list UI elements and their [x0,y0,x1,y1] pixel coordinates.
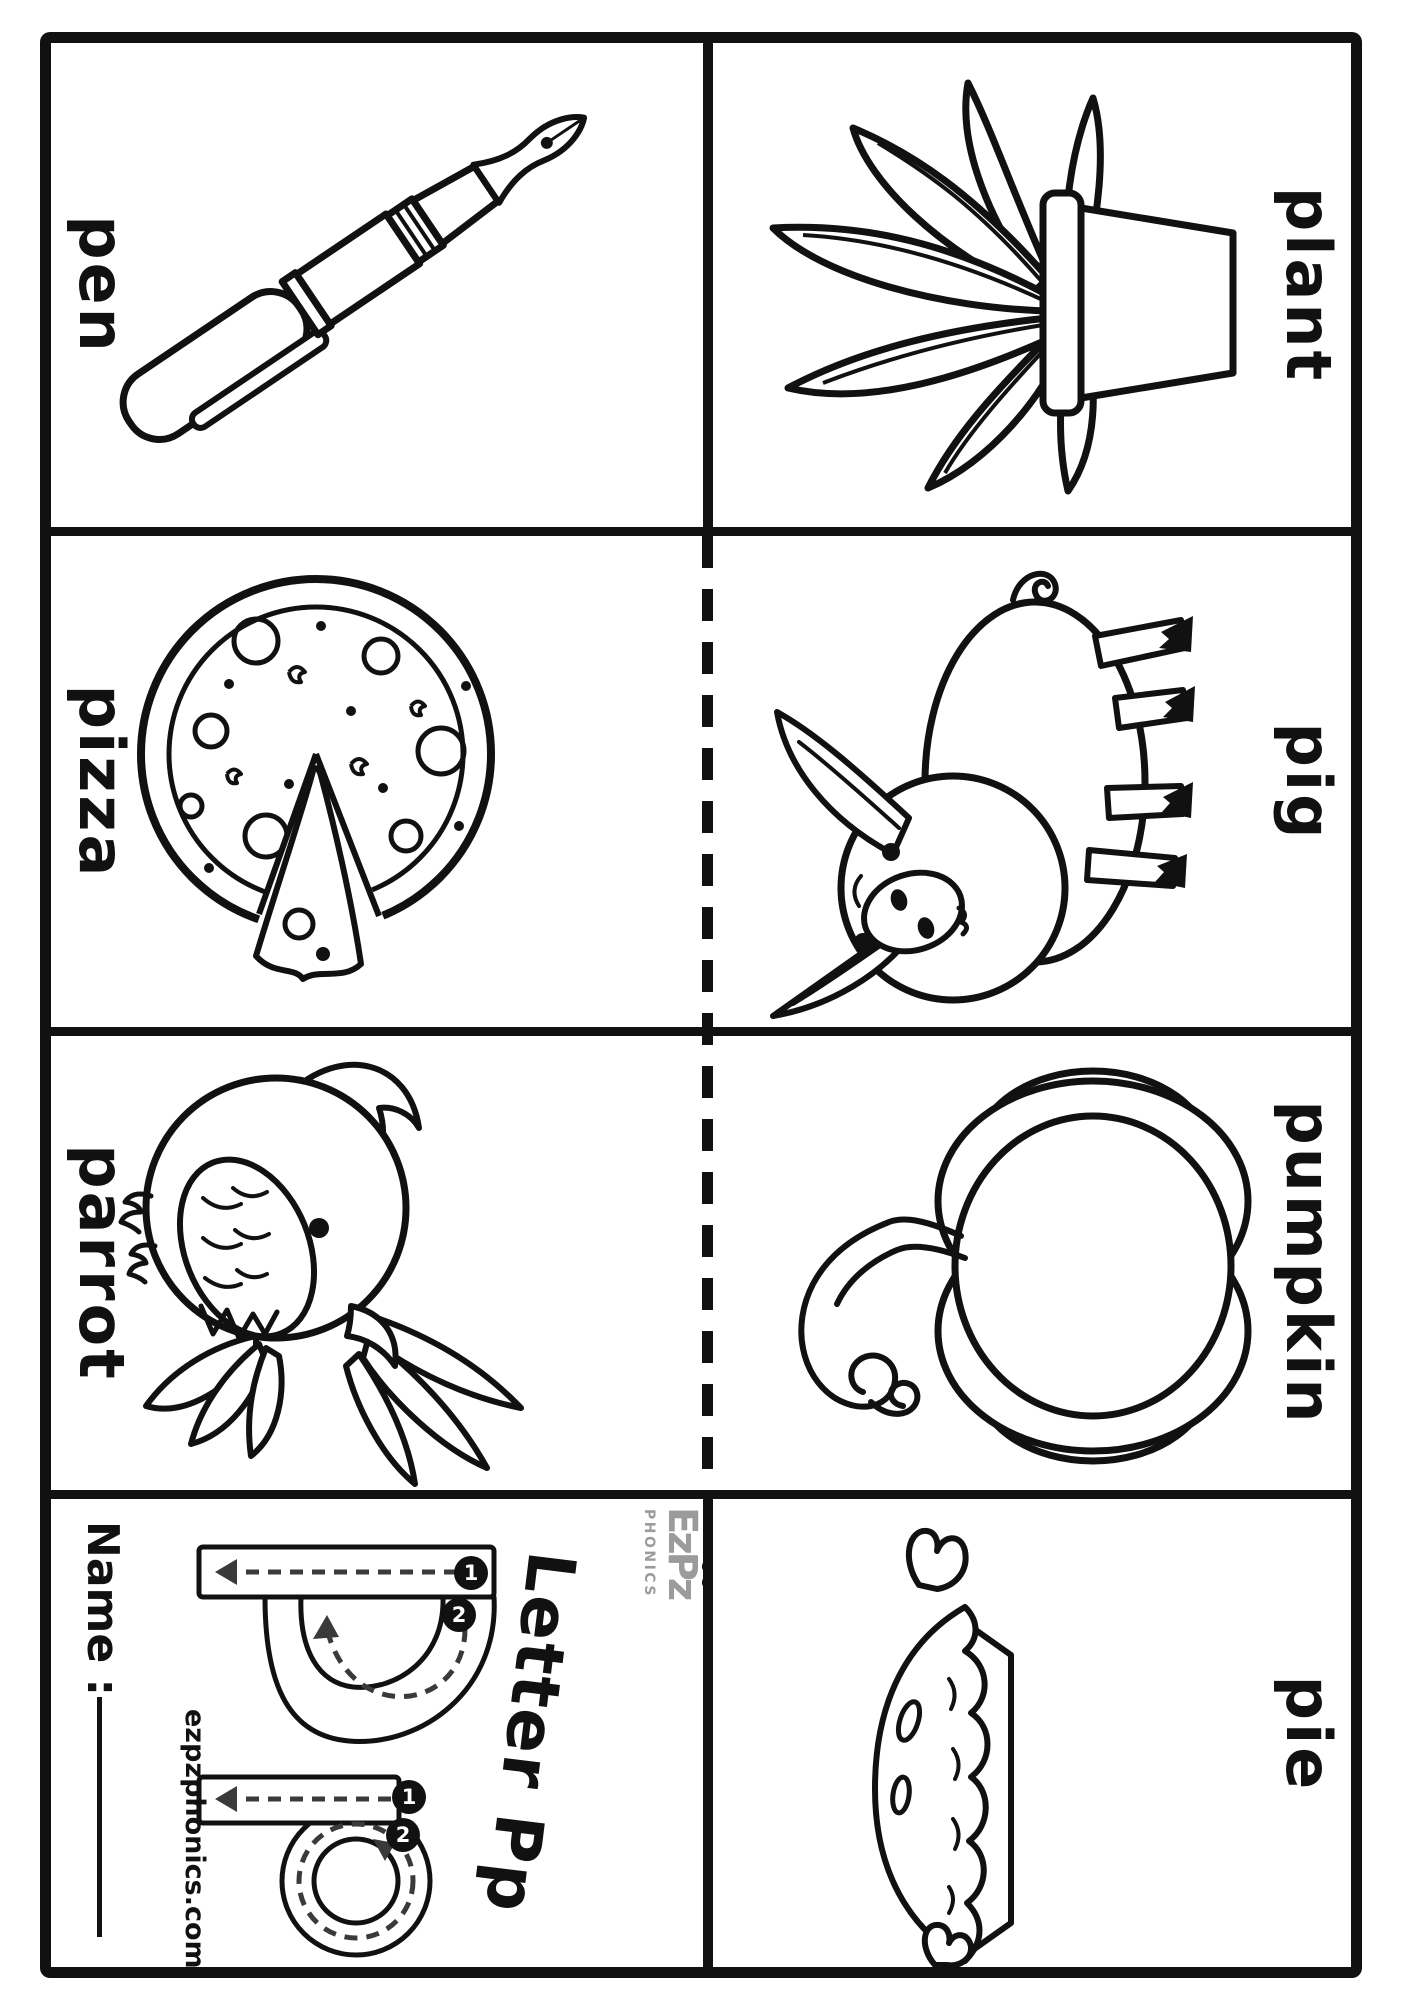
cell-title-card: 1 2 1 2 Name : ezpzphonics.com Letter Pp… [51,1499,703,1969]
word-label-pen: pen [65,215,138,355]
word-label-plant: plant [1272,186,1345,384]
name-label: Name : [77,1521,128,1697]
cell-pig: pig [713,536,1353,1027]
row-divider-1 [51,527,1351,536]
word-label-pie: pie [1272,1675,1345,1793]
pen-illustration [119,114,588,443]
worksheet-grid: pen plant [51,43,1353,1969]
logo-subtext: PHONICS [641,1509,657,1598]
trace-step-1-lowercase: 1 [392,1780,426,1814]
pumpkin-illustration [798,1067,1252,1465]
name-write-line [97,1697,102,1937]
worksheet-border: pen plant [40,32,1362,1978]
word-label-pumpkin: pumpkin [1272,1100,1345,1426]
cell-plant: plant [713,43,1353,527]
cell-pizza: pizza [51,536,703,1027]
row-divider-3 [51,1490,1351,1499]
ezpz-phonics-logo: EzPz PHONICS [607,1507,703,1619]
column-divider-bottom [703,1499,713,1969]
column-divider-top [703,43,713,527]
cell-pumpkin: pumpkin [713,1036,1353,1490]
fold-cut-dashed-line [702,536,713,1490]
cell-parrot: parrot [51,1036,703,1490]
word-label-parrot: parrot [65,1144,138,1382]
word-label-pizza: pizza [65,684,138,879]
letter-tracing-illustration [196,1544,497,1958]
word-label-pig: pig [1272,721,1345,842]
plant-illustration [769,79,1237,495]
parrot-illustration [118,1061,524,1487]
pizza-illustration [137,575,495,1014]
cell-pen: pen [51,43,703,527]
pig-illustration [770,570,1195,1019]
trace-step-1-uppercase: 1 [454,1556,488,1590]
row-divider-2 [51,1027,1351,1036]
trace-step-2-uppercase: 2 [442,1598,476,1632]
pie-illustration [872,1528,1014,1969]
logo-wordmark: EzPz [659,1507,703,1599]
website-text: ezpzphonics.com [179,1709,210,1969]
cell-pie: pie [713,1499,1353,1969]
trace-step-2-lowercase: 2 [386,1818,420,1852]
